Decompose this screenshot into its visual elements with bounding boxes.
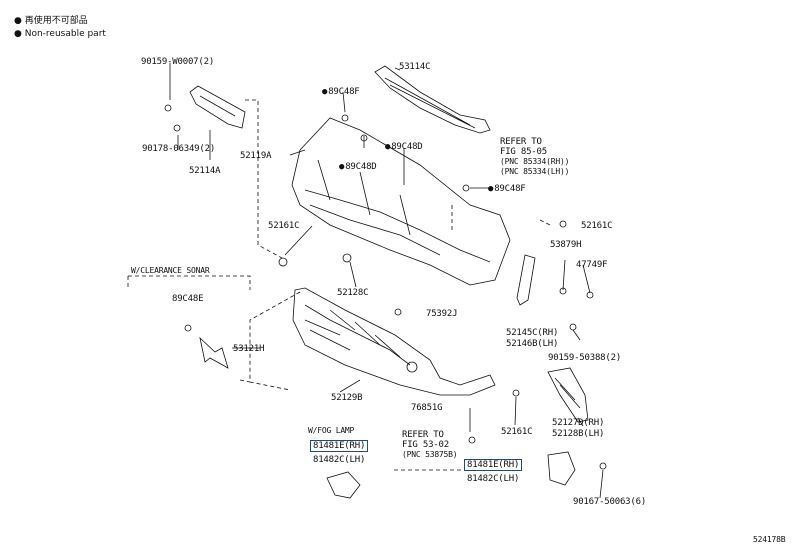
part-label-89C48F-b[interactable]: 89C48F: [488, 184, 526, 194]
part-label-89C48D-a[interactable]: 89C48D: [385, 142, 423, 152]
part-label-90167-50063[interactable]: 90167-50063(6): [573, 497, 647, 507]
note-refer-85-line4: (PNC 85334(LH)): [500, 167, 570, 176]
fog-bracket-81481E: [547, 451, 576, 486]
note-refer-85-line1: REFER TO: [500, 137, 542, 147]
note-refer-53-line1: REFER TO: [402, 430, 444, 440]
part-label-90159-50388[interactable]: 90159-50388(2): [548, 353, 622, 363]
note-refer-85-line2: FIG 85-05: [500, 147, 547, 157]
part-label-75392J[interactable]: 75392J: [426, 309, 458, 319]
part-label-53114C[interactable]: 53114C: [399, 62, 431, 72]
part-label-52161C-a[interactable]: 52161C: [268, 221, 300, 231]
part-label-89C48D-b[interactable]: 89C48D: [339, 162, 377, 172]
part-label-52146B[interactable]: 52146B(LH): [506, 339, 559, 349]
note-refer-85-line3: (PNC 85334(RH)): [500, 157, 570, 166]
part-label-53121H[interactable]: 53121H: [233, 344, 265, 354]
part-label-53879H[interactable]: 53879H: [550, 240, 582, 250]
legend-non-reusable: ● Non-reusable part: [14, 29, 106, 39]
part-label-90159-w0007[interactable]: 90159-W0007(2): [141, 57, 215, 67]
note-clearance-sonar: W/CLEARANCE SONAR: [131, 266, 210, 275]
bracket-52127D: [547, 367, 589, 423]
part-label-81482C-b[interactable]: 81482C(LH): [467, 474, 520, 484]
part-label-52119A[interactable]: 52119A: [240, 151, 272, 161]
part-label-76851G[interactable]: 76851G: [411, 403, 443, 413]
part-label-52127D[interactable]: 52127D(RH): [552, 418, 605, 428]
bumper-cover-52119A: [291, 117, 511, 286]
bracket-52114A: [189, 85, 246, 129]
part-label-89C48E[interactable]: 89C48E: [172, 294, 204, 304]
note-refer-53-line2: FIG 53-02: [402, 440, 449, 450]
legend-japanese: ● 再使用不可部品: [14, 16, 88, 26]
retainer-52145C: [516, 254, 536, 306]
upper-grille-53114C: [374, 65, 491, 134]
part-label-52161C-c[interactable]: 52161C: [501, 427, 533, 437]
part-label-52129B[interactable]: 52129B: [331, 393, 363, 403]
part-label-52145C[interactable]: 52145C(RH): [506, 328, 559, 338]
note-fog-lamp: W/FOG LAMP: [308, 426, 355, 435]
part-label-90178-06349[interactable]: 90178-06349(2): [142, 144, 216, 154]
figure-code: 524178B: [753, 535, 786, 544]
part-label-81481E-a[interactable]: 81481E(RH): [310, 440, 369, 452]
note-refer-53-line3: (PNC 53875B): [402, 450, 458, 459]
part-label-52114A[interactable]: 52114A: [189, 166, 221, 176]
part-label-81482C-a[interactable]: 81482C(LH): [313, 455, 366, 465]
lower-grille-52129B: [292, 287, 496, 396]
part-label-52128C[interactable]: 52128C: [337, 288, 369, 298]
part-label-52128B[interactable]: 52128B(LH): [552, 429, 605, 439]
part-label-81481E-b[interactable]: 81481E(RH): [464, 459, 523, 471]
part-label-52161C-b[interactable]: 52161C: [581, 221, 613, 231]
part-label-47749F[interactable]: 47749F: [576, 260, 608, 270]
part-label-89C48F-a[interactable]: 89C48F: [322, 87, 360, 97]
